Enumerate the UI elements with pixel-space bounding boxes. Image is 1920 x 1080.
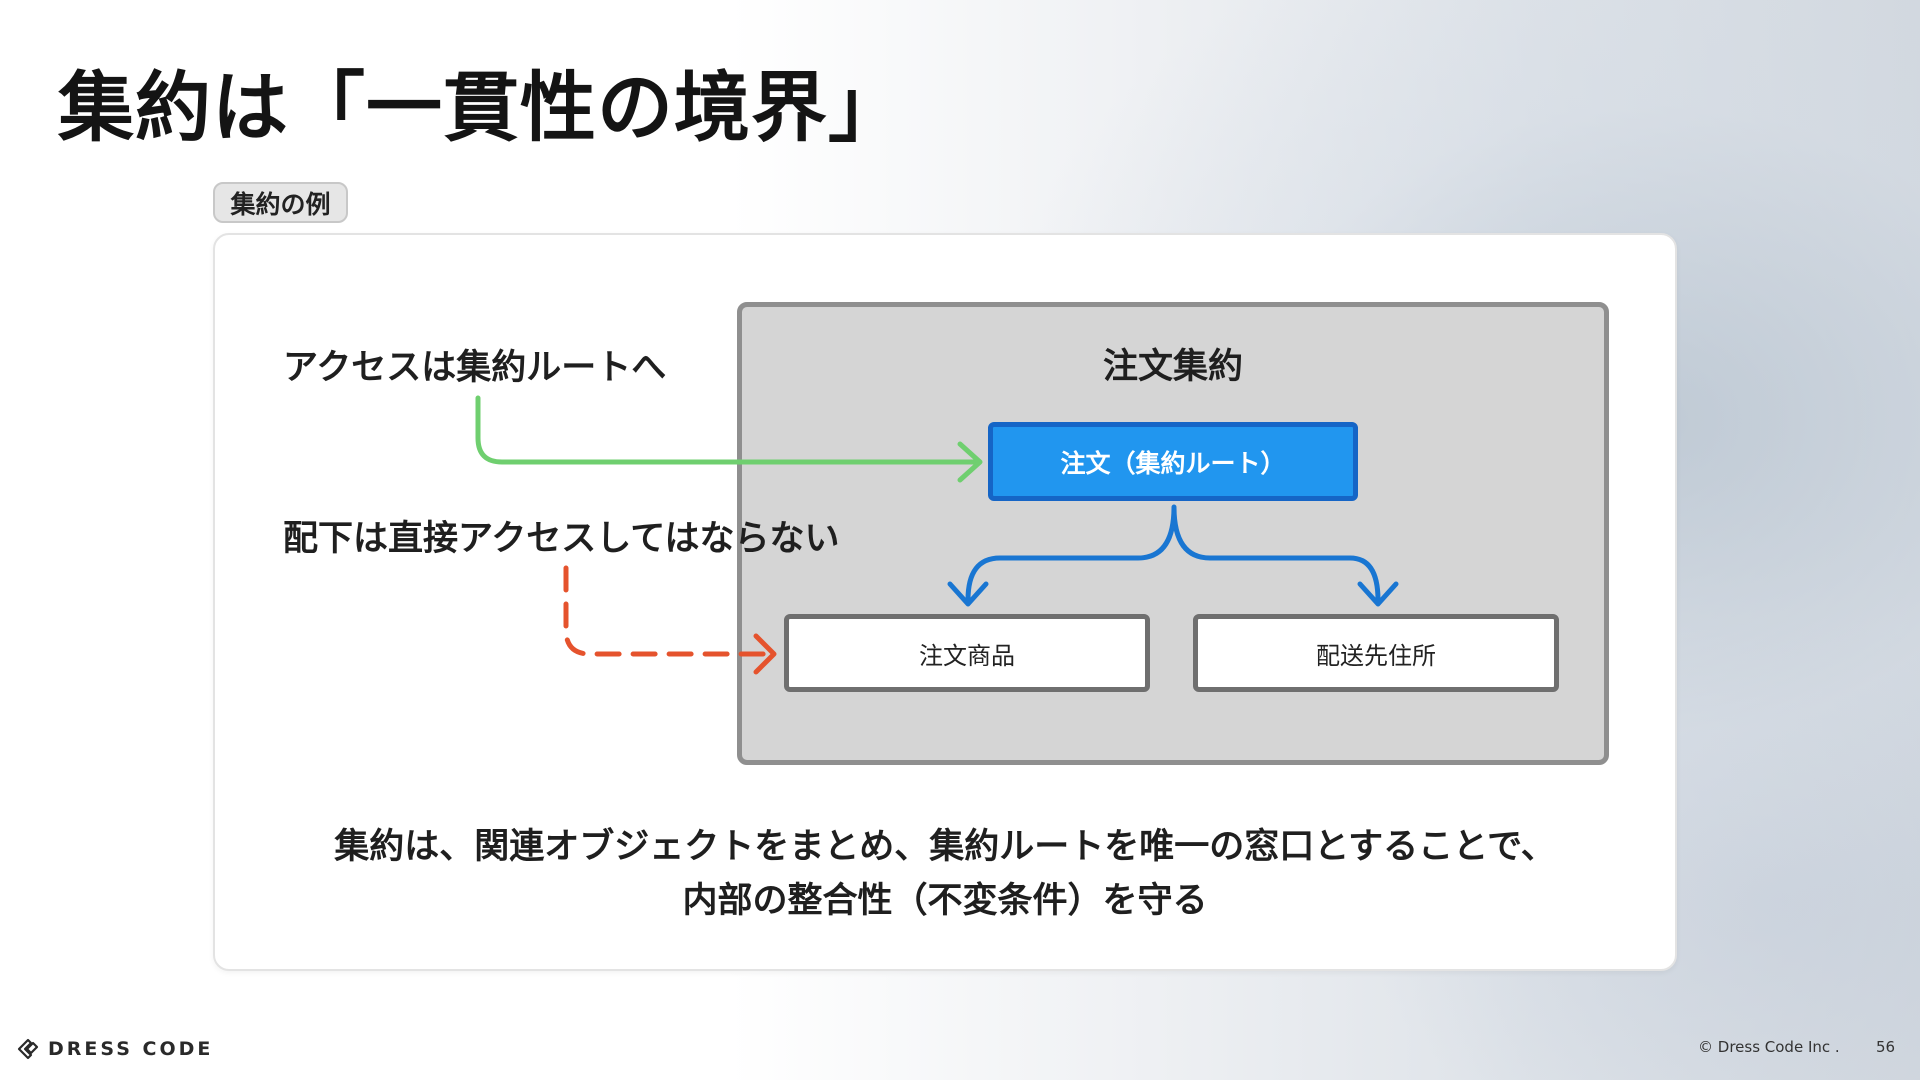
- summary-text: 集約は、関連オブジェクトをまとめ、集約ルートを唯一の窓口とすることで、 内部の整…: [213, 820, 1677, 928]
- summary-line-1: 集約は、関連オブジェクトをまとめ、集約ルートを唯一の窓口とすることで、: [213, 820, 1677, 874]
- logo-wordmark: DRESS CODE: [48, 1038, 213, 1060]
- summary-line-2: 内部の整合性（不変条件）を守る: [213, 874, 1677, 928]
- page-number: 56: [1876, 1038, 1895, 1056]
- root-to-children-brace: [968, 507, 1378, 600]
- logo-mark-icon: [16, 1037, 40, 1061]
- copyright-text: © Dress Code Inc .: [1698, 1038, 1840, 1056]
- company-logo: DRESS CODE: [16, 1037, 213, 1061]
- allowed-access-arrow: [478, 398, 978, 462]
- forbidden-access-arrow: [566, 568, 772, 654]
